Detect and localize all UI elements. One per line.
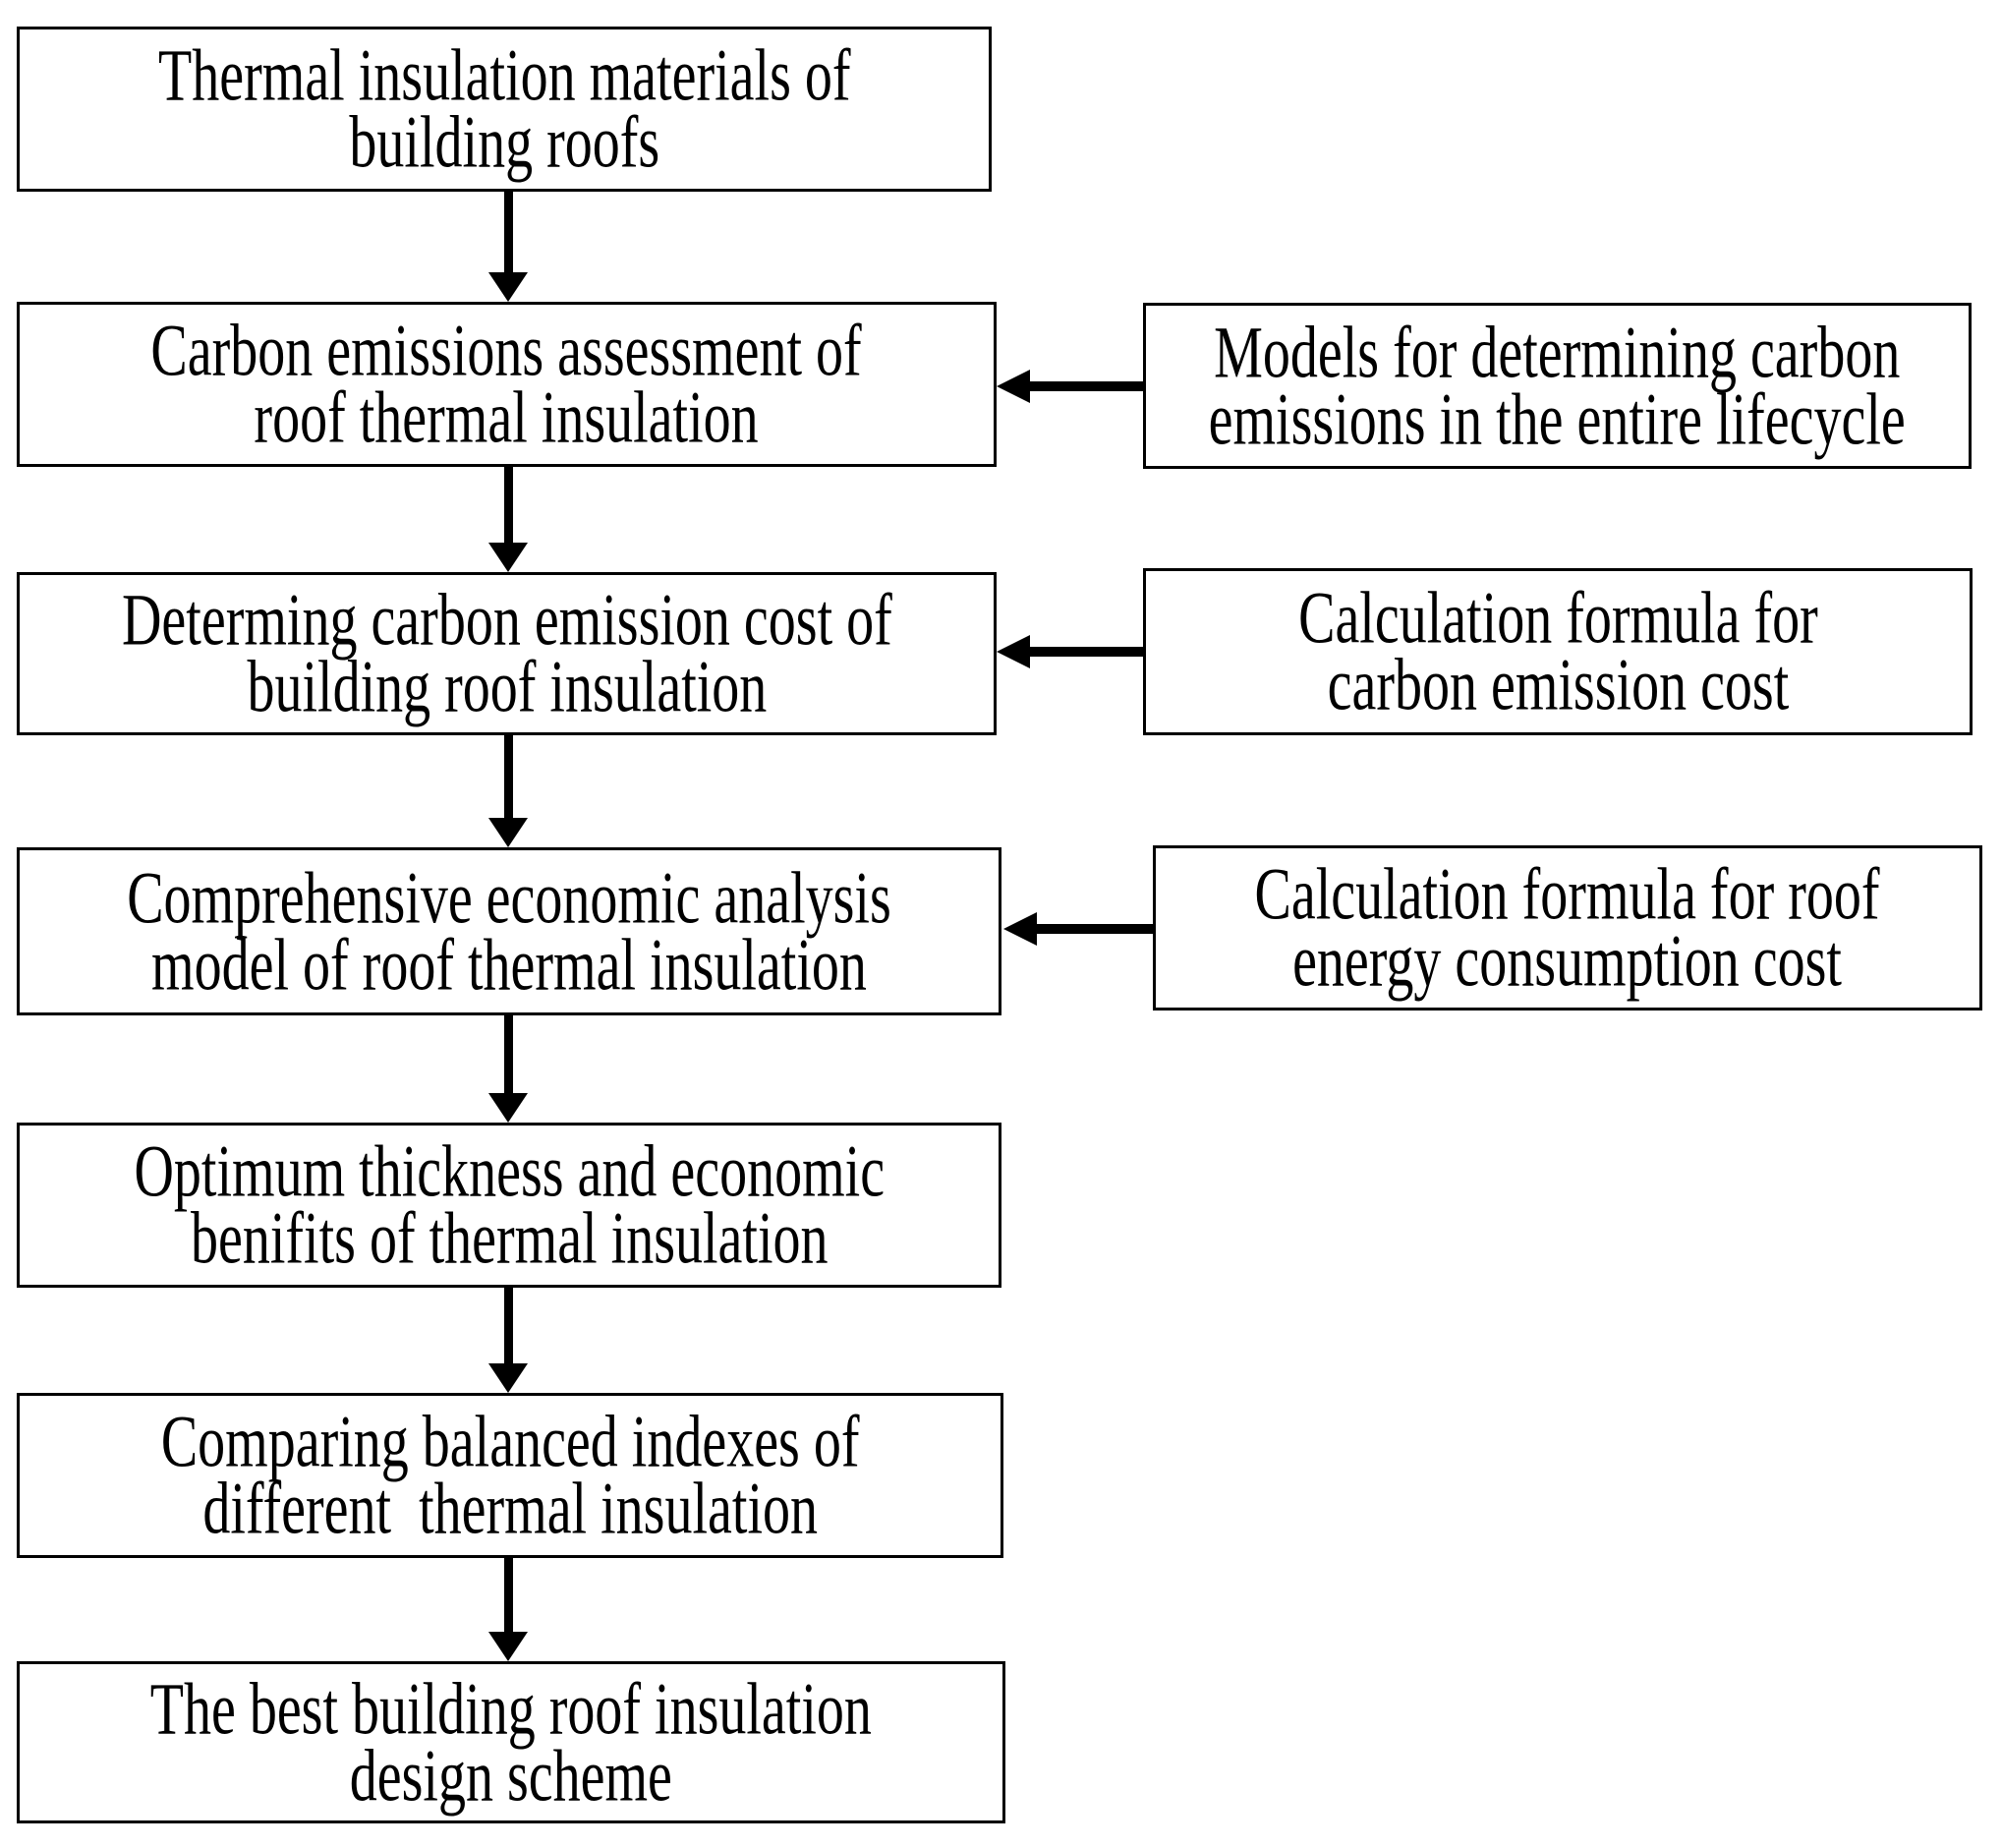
flow-box-carbon-emission-cost: Determing carbon emission cost of buildi… — [17, 572, 997, 735]
input-box-carbon-cost-formula: Calculation formula for carbon emission … — [1143, 568, 1973, 735]
input-box-lifecycle-emission-models: Models for determining carbon emissions … — [1143, 303, 1972, 469]
box-text-line: carbon emission cost — [1327, 644, 1789, 726]
box-text-line: design scheme — [349, 1734, 673, 1818]
flow-box-text: Comparing balanced indexes of different … — [160, 1401, 860, 1550]
flow-box-best-design-scheme: The best building roof insulation design… — [17, 1661, 1005, 1823]
arrow-shaft — [504, 192, 513, 275]
input-box-text: Calculation formula for roof energy cons… — [1254, 853, 1881, 1003]
input-box-text: Calculation formula for carbon emission … — [1297, 577, 1818, 726]
arrow-head-down-icon — [488, 818, 528, 847]
flow-box-optimum-thickness-benefits: Optimum thickness and economic benifits … — [17, 1123, 1001, 1288]
flow-box-economic-analysis-model: Comprehensive economic analysis model of… — [17, 847, 1001, 1015]
flow-box-text: Comprehensive economic analysis model of… — [127, 856, 891, 1007]
flow-box-text: Determing carbon emission cost of buildi… — [121, 579, 892, 728]
arrow-head-left-icon — [1003, 912, 1037, 946]
input-box-text: Models for determining carbon emissions … — [1208, 311, 1907, 461]
box-text-line: Comparing balanced indexes of — [160, 1401, 860, 1483]
flow-box-text: Thermal insulation materials of building… — [157, 34, 851, 184]
box-text-line: Models for determining carbon — [1214, 311, 1901, 394]
flow-box-carbon-emissions-assessment: Carbon emissions assessment of roof ther… — [17, 302, 997, 467]
arrow-shaft — [1026, 647, 1143, 657]
flow-box-comparing-balanced-indexes: Comparing balanced indexes of different … — [17, 1393, 1003, 1558]
arrow-shaft — [504, 1288, 513, 1365]
arrow-head-down-icon — [488, 1632, 528, 1661]
box-text-line: building roofs — [349, 101, 659, 184]
box-text-line: Carbon emissions assessment of — [150, 310, 863, 392]
box-text-line: The best building roof insulation — [149, 1667, 873, 1751]
box-text-line: Optimum thickness and economic — [134, 1130, 885, 1213]
arrow-shaft — [1033, 924, 1153, 934]
flow-box-text: Carbon emissions assessment of roof ther… — [150, 310, 863, 459]
box-text-line: building roof insulation — [247, 646, 767, 728]
arrow-head-down-icon — [488, 1093, 528, 1123]
box-text-line: Thermal insulation materials of — [157, 34, 851, 117]
flow-box-text: The best building roof insulation design… — [149, 1667, 873, 1818]
arrow-head-down-icon — [488, 543, 528, 572]
arrow-head-left-icon — [997, 635, 1030, 668]
box-text-line: Calculation formula for roof — [1254, 853, 1881, 936]
arrow-shaft — [504, 1558, 513, 1634]
flow-box-thermal-insulation-materials: Thermal insulation materials of building… — [17, 27, 992, 192]
box-text-line: benifits of thermal insulation — [190, 1197, 829, 1280]
arrow-head-left-icon — [997, 370, 1030, 403]
box-text-line: emissions in the entire lifecycle — [1208, 377, 1907, 461]
arrow-shaft — [504, 735, 513, 820]
arrow-shaft — [1026, 381, 1143, 391]
flow-box-text: Optimum thickness and economic benifits … — [134, 1130, 885, 1280]
arrow-head-down-icon — [488, 1363, 528, 1393]
box-text-line: model of roof thermal insulation — [151, 923, 867, 1007]
box-text-line: roof thermal insulation — [254, 376, 760, 459]
box-text-line: energy consumption cost — [1292, 920, 1843, 1003]
arrow-shaft — [504, 1015, 513, 1095]
box-text-line: different thermal insulation — [202, 1468, 818, 1550]
arrow-head-down-icon — [488, 272, 528, 302]
box-text-line: Calculation formula for — [1297, 577, 1818, 660]
box-text-line: Determing carbon emission cost of — [121, 579, 892, 662]
box-text-line: Comprehensive economic analysis — [127, 856, 891, 940]
arrow-shaft — [504, 467, 513, 546]
input-box-energy-cost-formula: Calculation formula for roof energy cons… — [1153, 845, 1982, 1011]
